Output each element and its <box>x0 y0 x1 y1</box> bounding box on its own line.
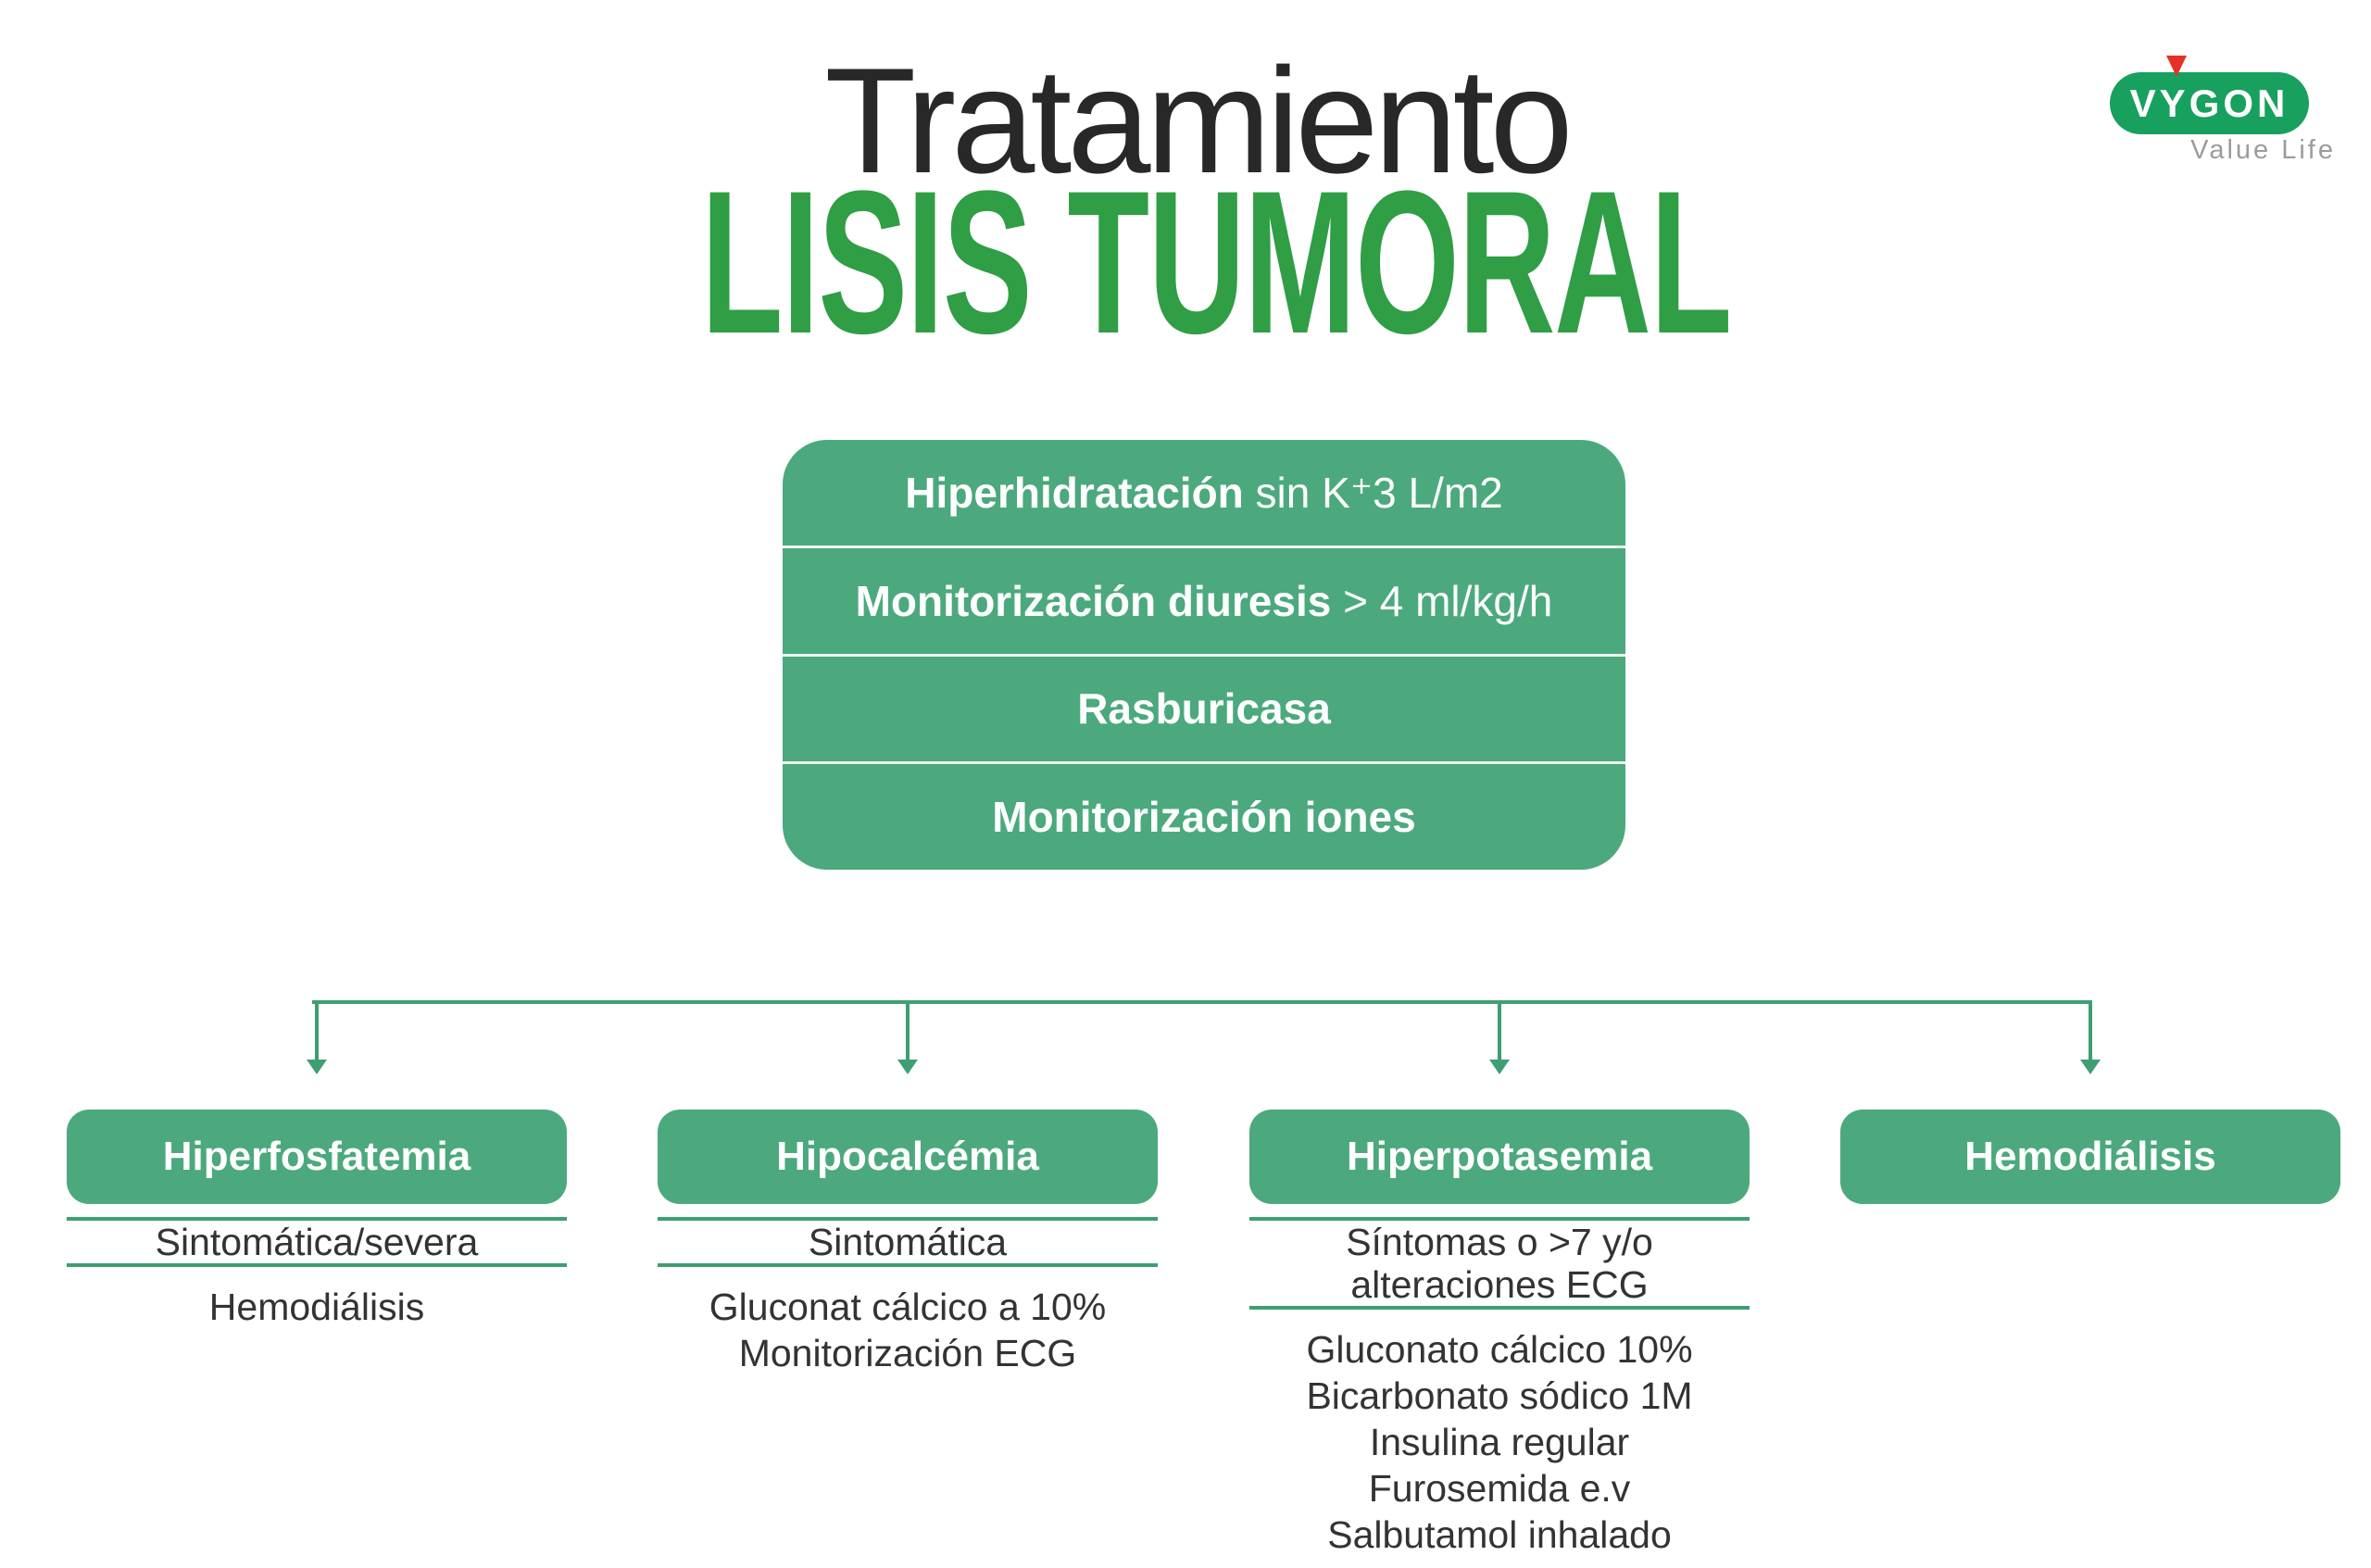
column-header-pill: Hiperfosfatemia <box>67 1110 567 1204</box>
column-hiperpotasemia: Hiperpotasemia Síntomas o >7 y/o alterac… <box>1249 1110 1750 1558</box>
condition-text: Sintomática <box>808 1221 1008 1263</box>
condition-text-line: Síntomas o >7 y/o <box>1346 1221 1653 1263</box>
connector-arrow-down-icon <box>1498 1000 1501 1060</box>
protocol-row-detail-text: sin K⁺3 L/m2 <box>1243 468 1503 517</box>
divider-line <box>658 1217 1158 1221</box>
protocol-row-bold-text: Monitorización diuresis <box>855 576 1332 625</box>
vygon-logo-text: VYGON <box>2129 81 2289 125</box>
protocol-row-monitorizacion-iones: Monitorización iones <box>783 761 1625 870</box>
divider-line <box>658 1263 1158 1267</box>
condition-text: Sintomática/severa <box>155 1221 479 1263</box>
treatment-text: Monitorización ECG <box>738 1332 1077 1374</box>
page-subtitle: LISIS TUMORAL <box>700 148 1732 376</box>
column-hipocalcemia: Hipocalcémia Sintomática Gluconat cálcic… <box>658 1110 1158 1376</box>
column-hemodialisis: Hemodiálisis <box>1840 1110 2340 1204</box>
treatment-text: Insulina regular <box>1369 1421 1630 1463</box>
treatment-text: Salbutamol inhalado <box>1327 1513 1672 1556</box>
protocol-box: Hiperhidratación sin K⁺3 L/m2 Monitoriza… <box>783 440 1625 870</box>
page-title: Tratamiento <box>824 37 1573 205</box>
condition-text-line: alteraciones ECG <box>1350 1263 1649 1306</box>
column-header-pill: Hiperpotasemia <box>1249 1110 1750 1204</box>
protocol-row-detail-text: > 4 ml/kg/h <box>1331 576 1553 625</box>
divider-line <box>1249 1306 1750 1310</box>
treatment-text: Hemodiálisis <box>208 1286 425 1328</box>
divider-line <box>67 1263 567 1267</box>
connector-arrow-down-icon <box>2089 1000 2092 1060</box>
protocol-row-bold-text: Monitorización iones <box>992 793 1416 842</box>
condition-text: Síntomas o >7 y/o alteraciones ECG <box>1249 1221 1750 1306</box>
connector-arrow-down-icon <box>315 1000 319 1060</box>
treatment-list: Hemodiálisis <box>67 1284 567 1330</box>
divider-line <box>1249 1217 1750 1221</box>
treatment-text: Gluconat cálcico a 10% <box>709 1286 1107 1328</box>
connector-arrow-down-icon <box>906 1000 910 1060</box>
column-header-pill: Hemodiálisis <box>1840 1110 2340 1204</box>
protocol-row-hiperhidratacion: Hiperhidratación sin K⁺3 L/m2 <box>783 440 1625 546</box>
connector-horizontal-line <box>312 1000 2092 1004</box>
vygon-triangle-icon <box>2166 56 2187 77</box>
column-hiperfosfatemia: Hiperfosfatemia Sintomática/severa Hemod… <box>67 1110 567 1330</box>
vygon-logo: VYGON <box>2110 72 2309 134</box>
treatment-list: Gluconat cálcico a 10% Monitorización EC… <box>658 1284 1158 1376</box>
treatment-text: Furosemida e.v <box>1368 1467 1631 1510</box>
vygon-tagline: Value Life <box>2190 135 2336 165</box>
treatment-text: Gluconato cálcico 10% <box>1306 1328 1693 1371</box>
divider-line <box>67 1217 567 1221</box>
protocol-row-bold-text: Hiperhidratación <box>905 468 1244 517</box>
protocol-row-monitorizacion-diuresis: Monitorización diuresis > 4 ml/kg/h <box>783 545 1625 654</box>
treatment-text: Bicarbonato sódico 1M <box>1306 1374 1693 1417</box>
protocol-row-bold-text: Rasburicasa <box>1077 684 1331 734</box>
protocol-row-rasburicasa: Rasburicasa <box>783 653 1625 762</box>
column-header-pill: Hipocalcémia <box>658 1110 1158 1204</box>
treatment-list: Gluconato cálcico 10% Bicarbonato sódico… <box>1249 1326 1750 1558</box>
